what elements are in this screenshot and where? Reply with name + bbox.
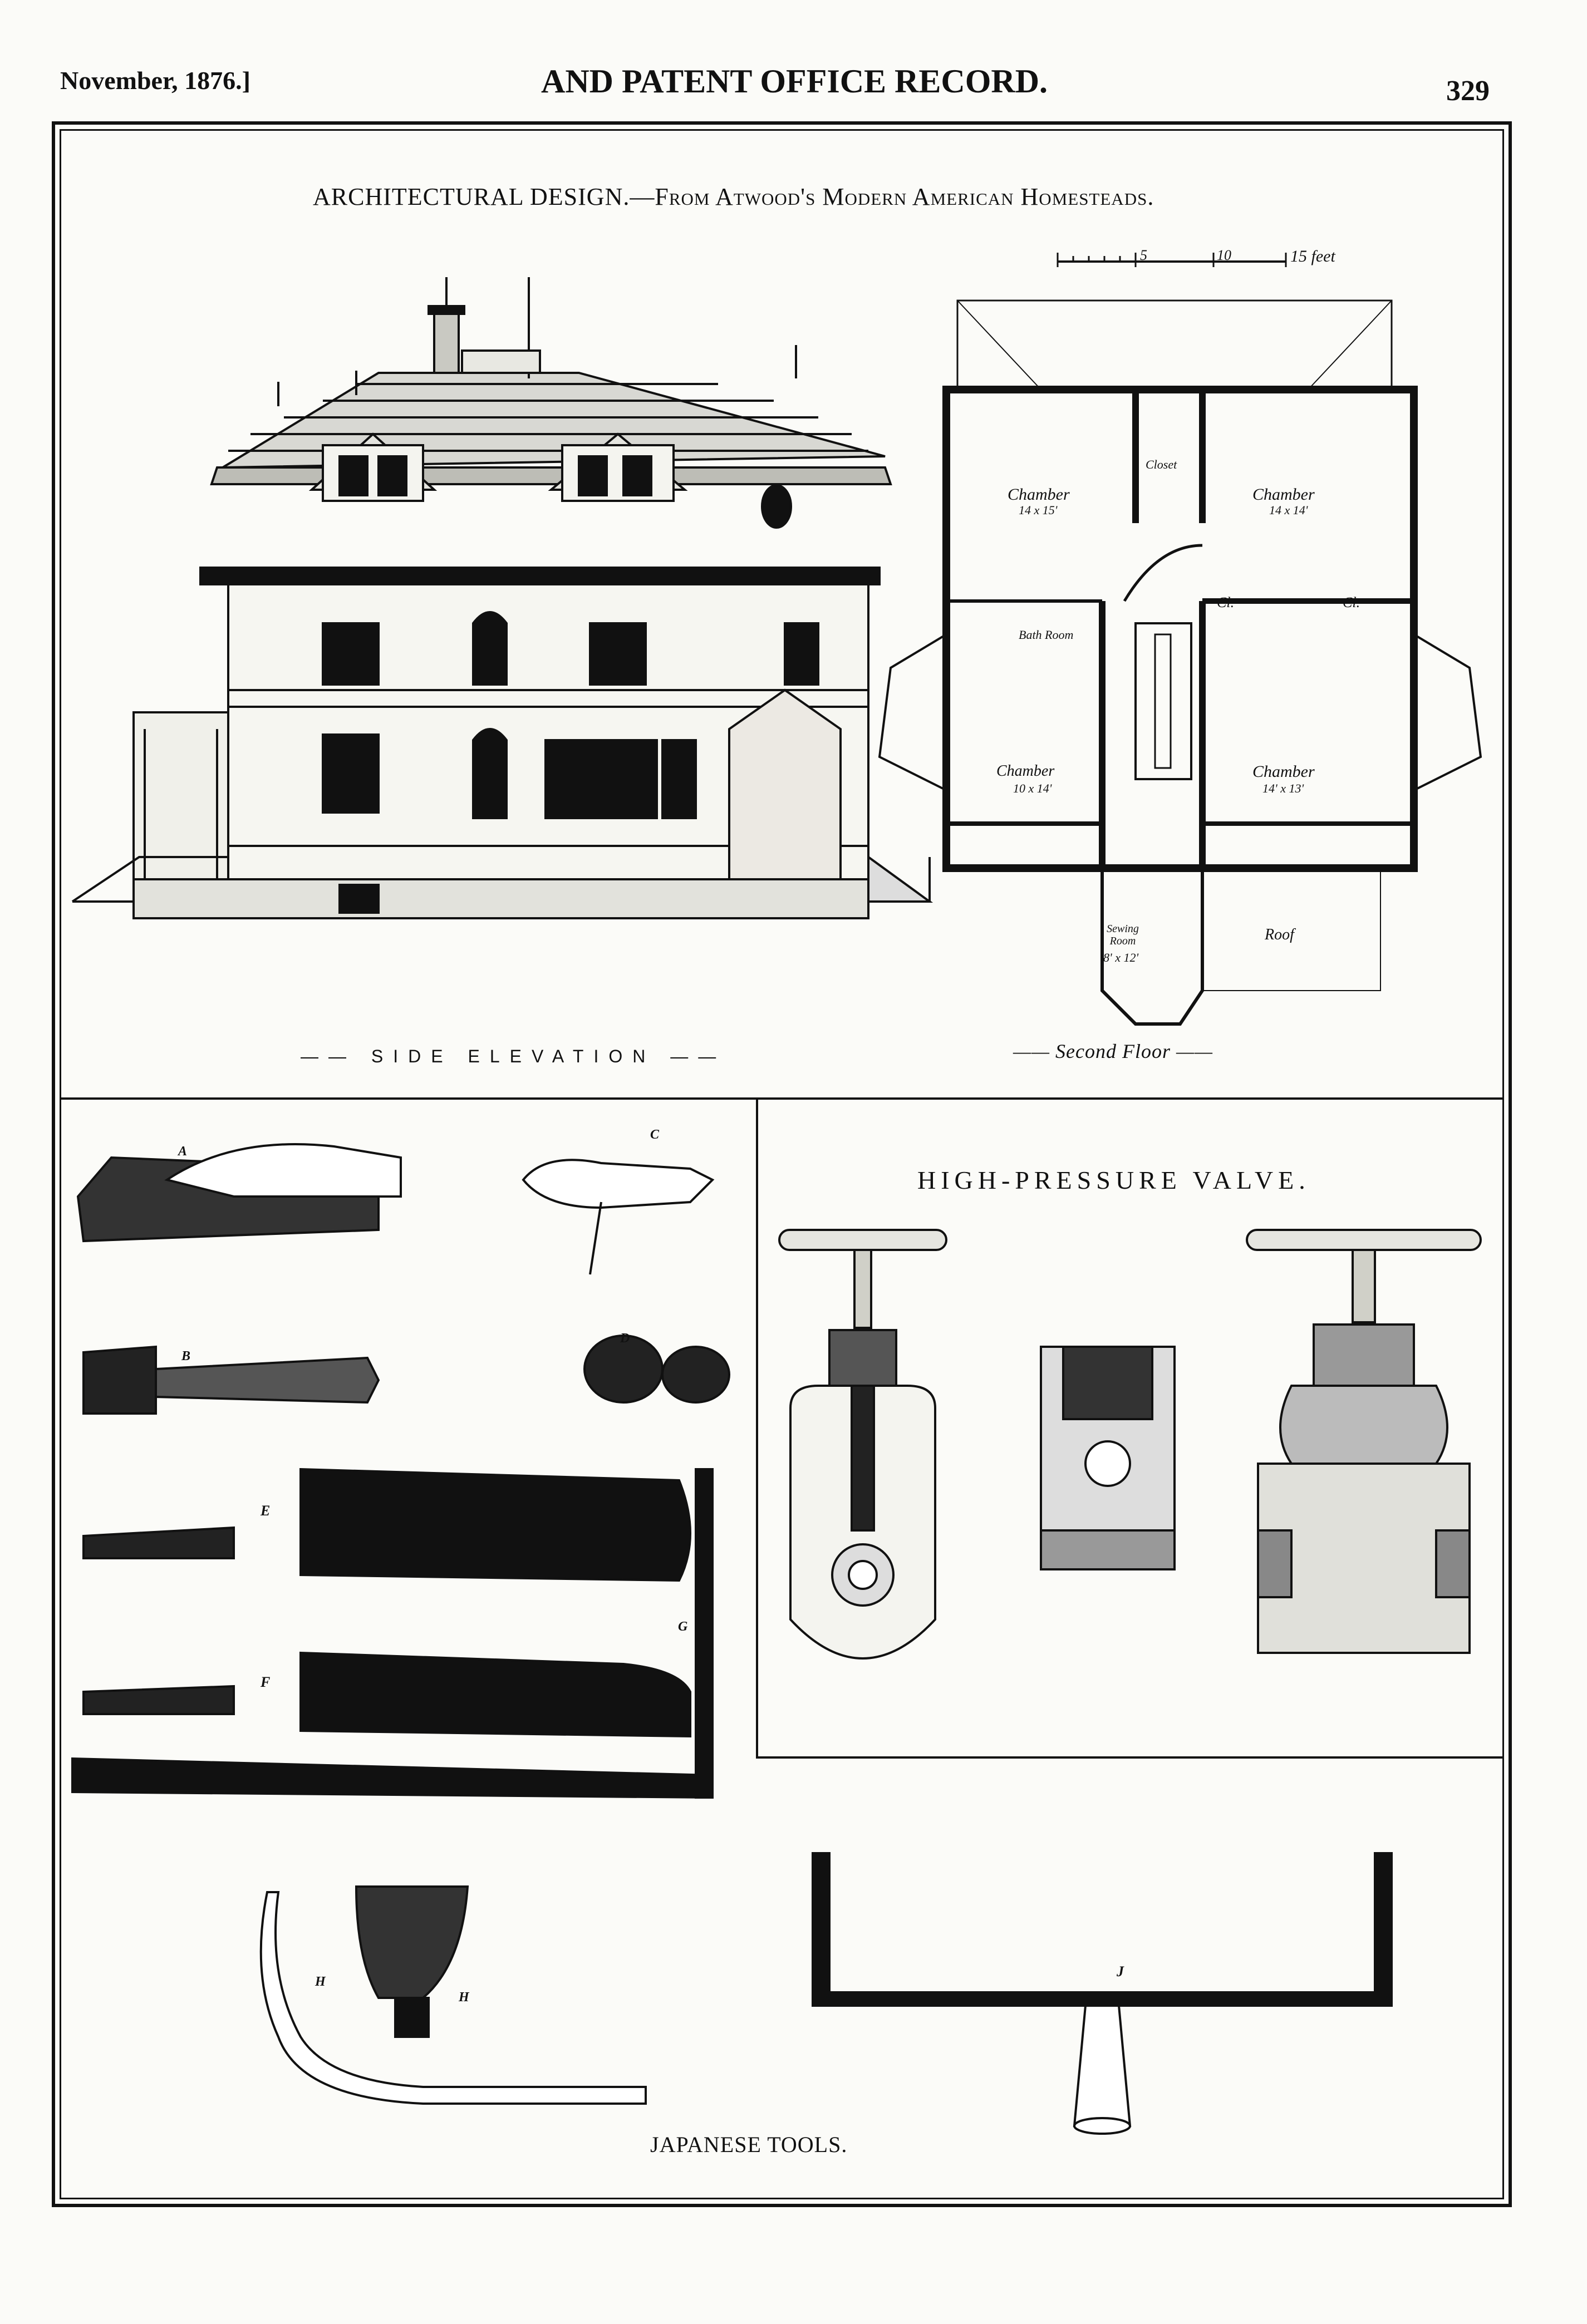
tool-letter-h-2: H bbox=[459, 1990, 469, 2005]
architecture-title-main: ARCHITECTURAL DESIGN.— bbox=[313, 183, 655, 210]
room-closet-2: Cl. bbox=[1343, 594, 1360, 610]
header-date: November, 1876.] bbox=[60, 66, 250, 95]
elevation-label-text: SIDE ELEVATION bbox=[371, 1046, 656, 1066]
room-chamber-nw: Chamber bbox=[1008, 485, 1070, 504]
valve-illustration bbox=[778, 1229, 1482, 1660]
plan-label: —— Second Floor —— bbox=[1013, 1040, 1213, 1062]
room-chamber-ne-dim: 14 x 14' bbox=[1269, 503, 1308, 517]
tool-letter-d: D bbox=[620, 1331, 630, 1346]
scale-tick-5: 5 bbox=[1140, 247, 1147, 263]
room-chamber-ne: Chamber bbox=[1252, 485, 1315, 504]
scale-tick-15-feet: 15 feet bbox=[1290, 247, 1335, 265]
second-floor-plan bbox=[878, 299, 1482, 1026]
room-roof: Roof bbox=[1265, 926, 1294, 943]
rule-architecture-bottom bbox=[60, 1097, 1504, 1100]
tool-letter-c: C bbox=[650, 1127, 660, 1142]
page-number: 329 bbox=[1446, 75, 1490, 107]
room-closet: Closet bbox=[1146, 457, 1177, 471]
room-chamber-sw: Chamber bbox=[996, 762, 1055, 780]
architecture-title: ARCHITECTURAL DESIGN.—From Atwood's Mode… bbox=[313, 183, 1154, 211]
rule-valve-left bbox=[756, 1100, 758, 1757]
page-frame-outer bbox=[52, 121, 1512, 2207]
rule-valve-bottom bbox=[756, 1756, 1504, 1759]
room-sewing-dim: 8' x 12' bbox=[1103, 951, 1139, 964]
tool-letter-g: G bbox=[678, 1619, 688, 1634]
tool-letter-e: E bbox=[261, 1503, 271, 1519]
tool-letter-f: F bbox=[261, 1674, 271, 1690]
scale-bar bbox=[1057, 253, 1287, 267]
house-side-elevation bbox=[71, 277, 933, 919]
plan-label-text: Second Floor bbox=[1055, 1040, 1171, 1062]
tools-caption: JAPANESE TOOLS. bbox=[650, 2132, 848, 2157]
room-sewing: Sewing Room bbox=[1107, 923, 1139, 947]
room-chamber-nw-dim: 14 x 15' bbox=[1019, 503, 1058, 517]
room-chamber-se-dim: 14' x 13' bbox=[1262, 781, 1304, 795]
page-frame-inner bbox=[60, 129, 1504, 2199]
valve-title: HIGH-PRESSURE VALVE. bbox=[917, 1166, 1310, 1194]
architecture-title-source: From Atwood's Modern American Homesteads… bbox=[655, 183, 1154, 210]
tool-letter-b: B bbox=[181, 1349, 191, 1363]
scale-tick-10: 10 bbox=[1217, 247, 1231, 263]
japanese-tools bbox=[71, 1143, 1393, 2135]
elevation-label: —— SIDE ELEVATION —— bbox=[301, 1046, 726, 1066]
running-title: AND PATENT OFFICE RECORD. bbox=[541, 63, 1048, 100]
room-chamber-se: Chamber bbox=[1252, 762, 1315, 781]
room-chamber-sw-dim: 10 x 14' bbox=[1013, 781, 1052, 795]
room-bath: Bath Room bbox=[1019, 628, 1074, 642]
tool-letter-a: A bbox=[178, 1144, 188, 1159]
tool-letter-h-1: H bbox=[315, 1975, 326, 1989]
tool-letter-j: J bbox=[1117, 1963, 1124, 1980]
room-closet-1: Cl. bbox=[1217, 594, 1235, 610]
